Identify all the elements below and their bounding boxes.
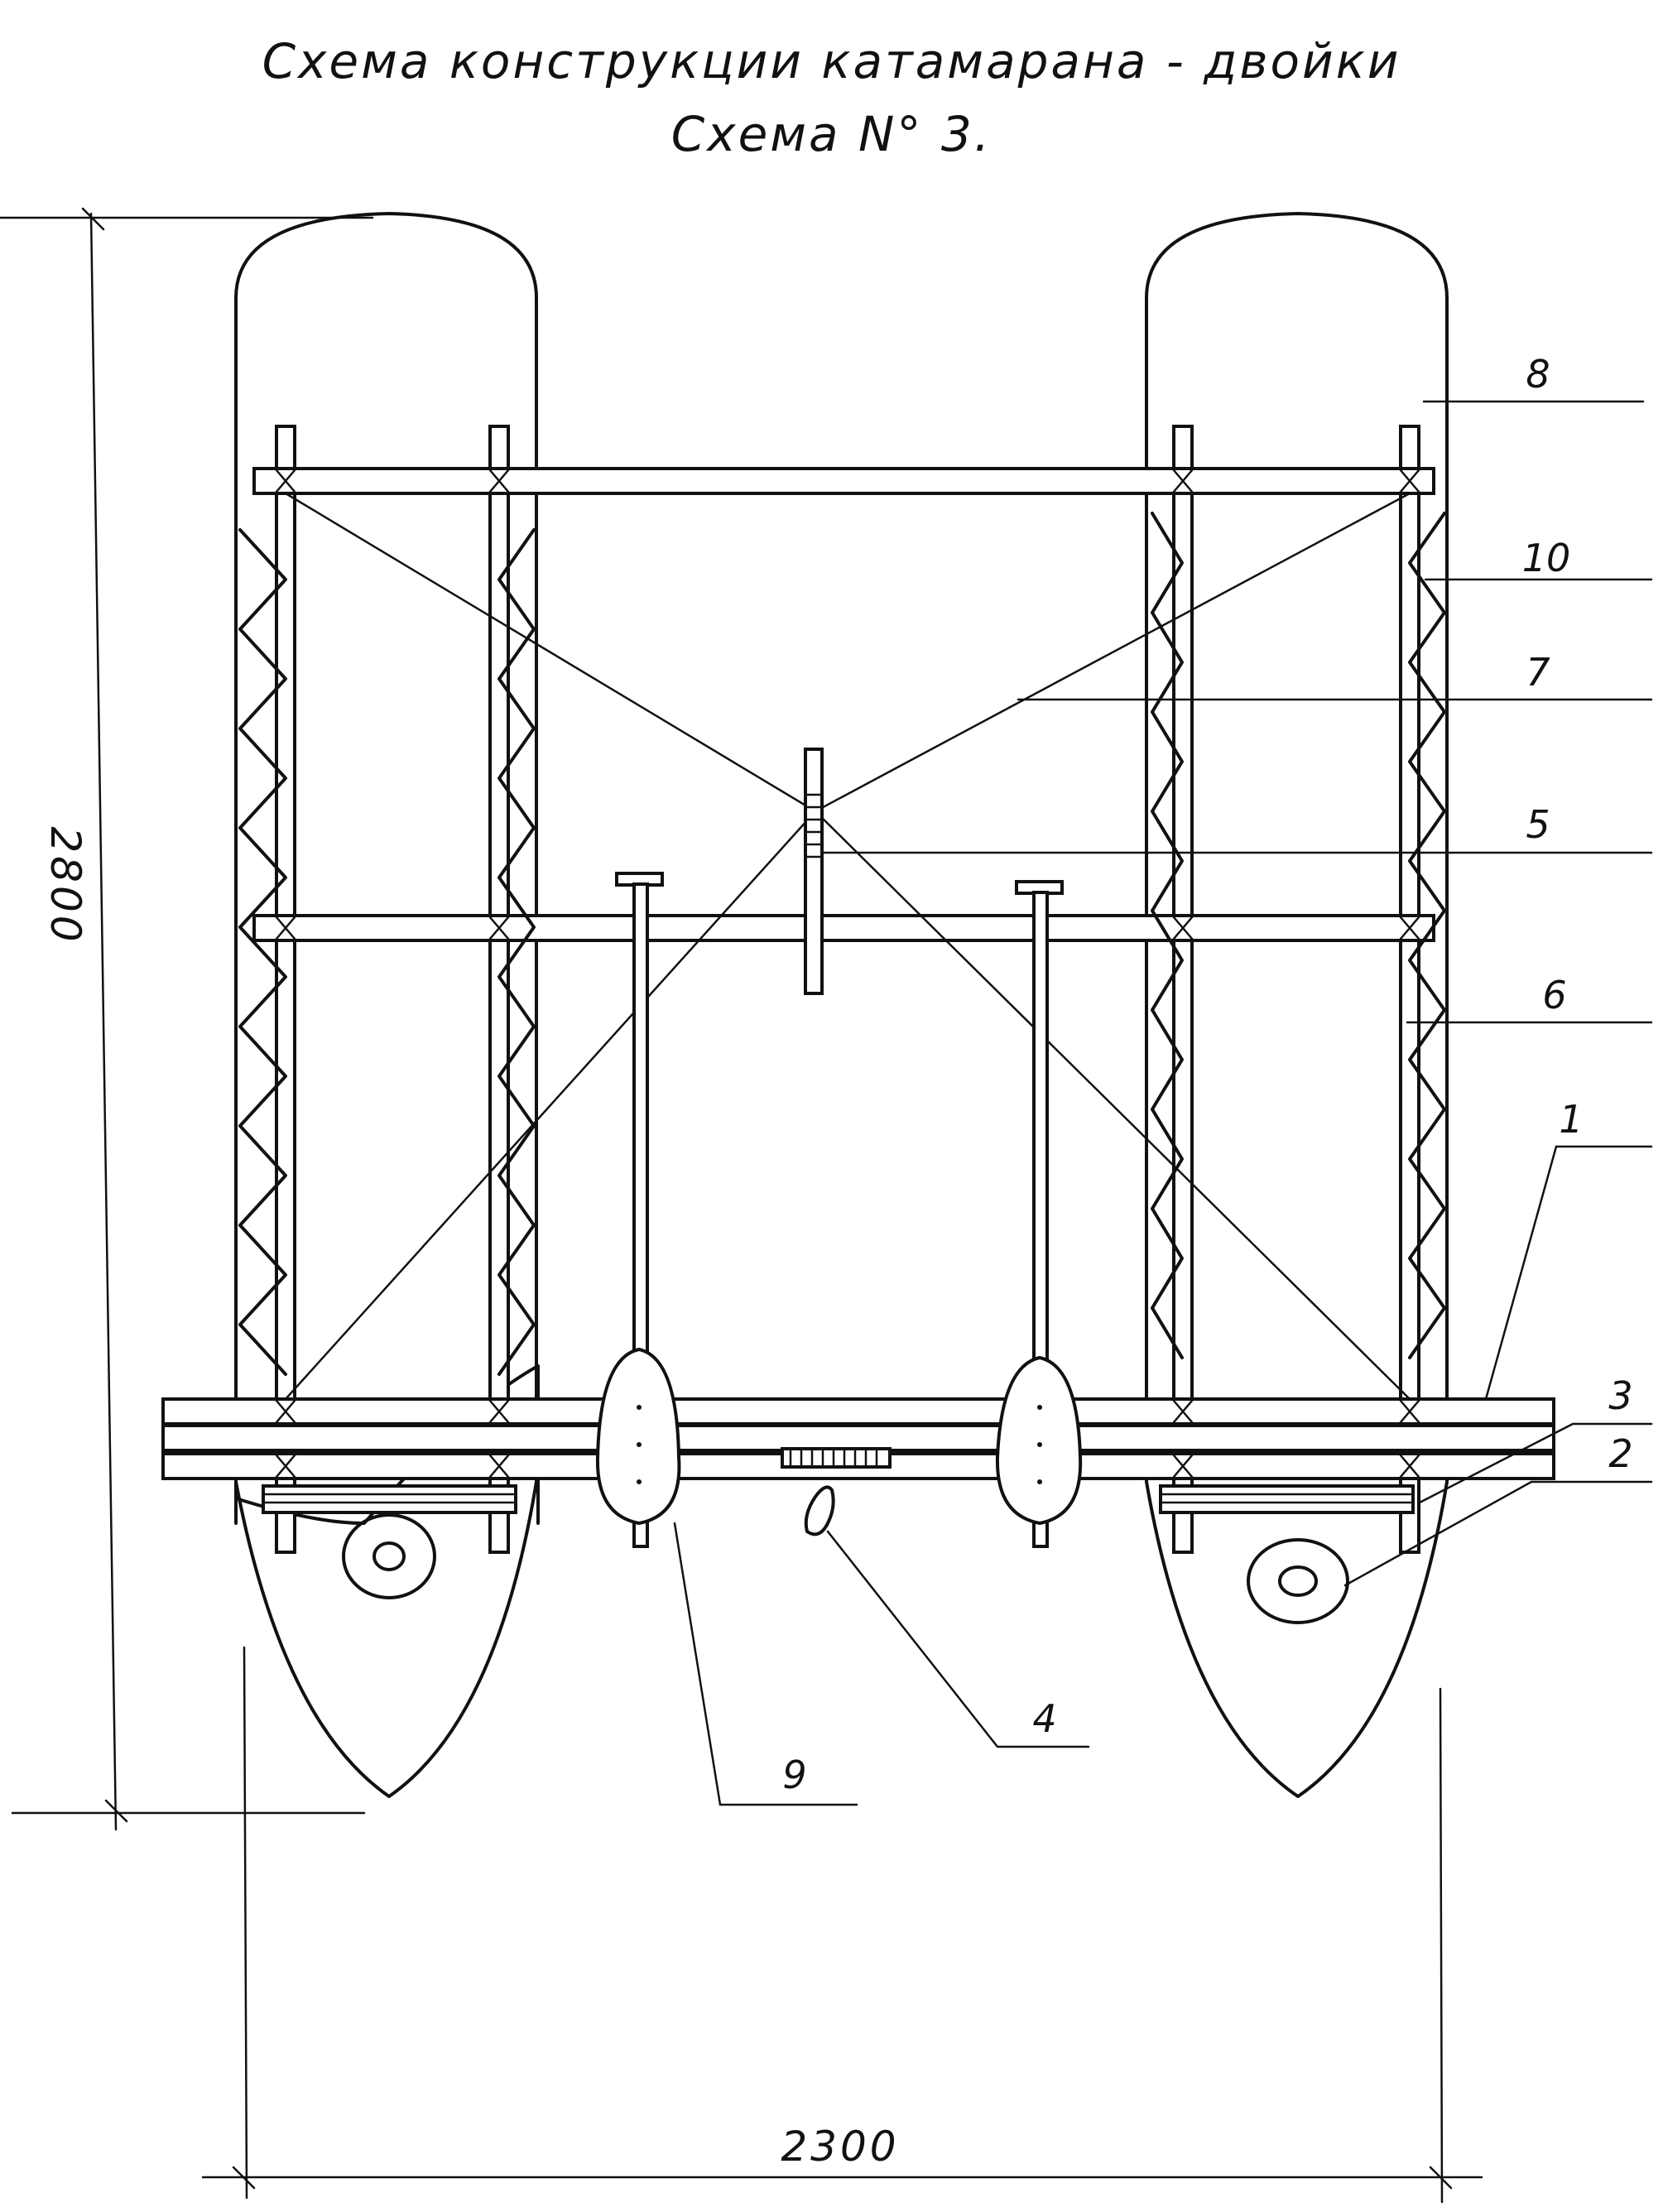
paddle-left (595, 872, 681, 1548)
valve-right (1247, 1538, 1349, 1624)
mast-wraps (804, 793, 824, 858)
zigzag-straps (238, 512, 1446, 1376)
dimension-width-label: 2300 (781, 2123, 899, 2171)
callout-10: 10 (1522, 536, 1571, 580)
paddle-right (995, 880, 1083, 1548)
diagonal-braces (284, 492, 1411, 1401)
callout-1: 1 (1559, 1097, 1583, 1142)
lashing-marks (275, 469, 1420, 1479)
seat-right (1159, 1484, 1415, 1514)
mast (804, 748, 824, 995)
left-hull-outline (234, 212, 538, 1798)
dimension-length-label: 2800 (41, 826, 89, 945)
dimension-width (201, 1646, 1483, 2204)
diagram-subtitle: Схема N° 3. (670, 106, 993, 162)
callout-5: 5 (1526, 802, 1550, 847)
callout-7: 7 (1526, 650, 1550, 695)
cross-bars (161, 467, 1555, 1480)
callout-8: 8 (1526, 352, 1550, 397)
right-hull-outline (1145, 212, 1449, 1798)
stringers (275, 425, 1420, 1554)
diagram-title: Схема конструкции катамарана - двойки (262, 33, 1401, 89)
callout-9: 9 (782, 1753, 806, 1797)
leader-lines (673, 400, 1653, 1806)
callout-6: 6 (1542, 973, 1566, 1017)
dimension-length (0, 207, 374, 1831)
tie-ring (781, 1447, 892, 1536)
callout-3: 3 (1608, 1373, 1632, 1418)
callout-4: 4 (1032, 1696, 1056, 1741)
seat-left (262, 1484, 517, 1514)
callout-2: 2 (1608, 1431, 1632, 1476)
valve-left (342, 1513, 436, 1599)
